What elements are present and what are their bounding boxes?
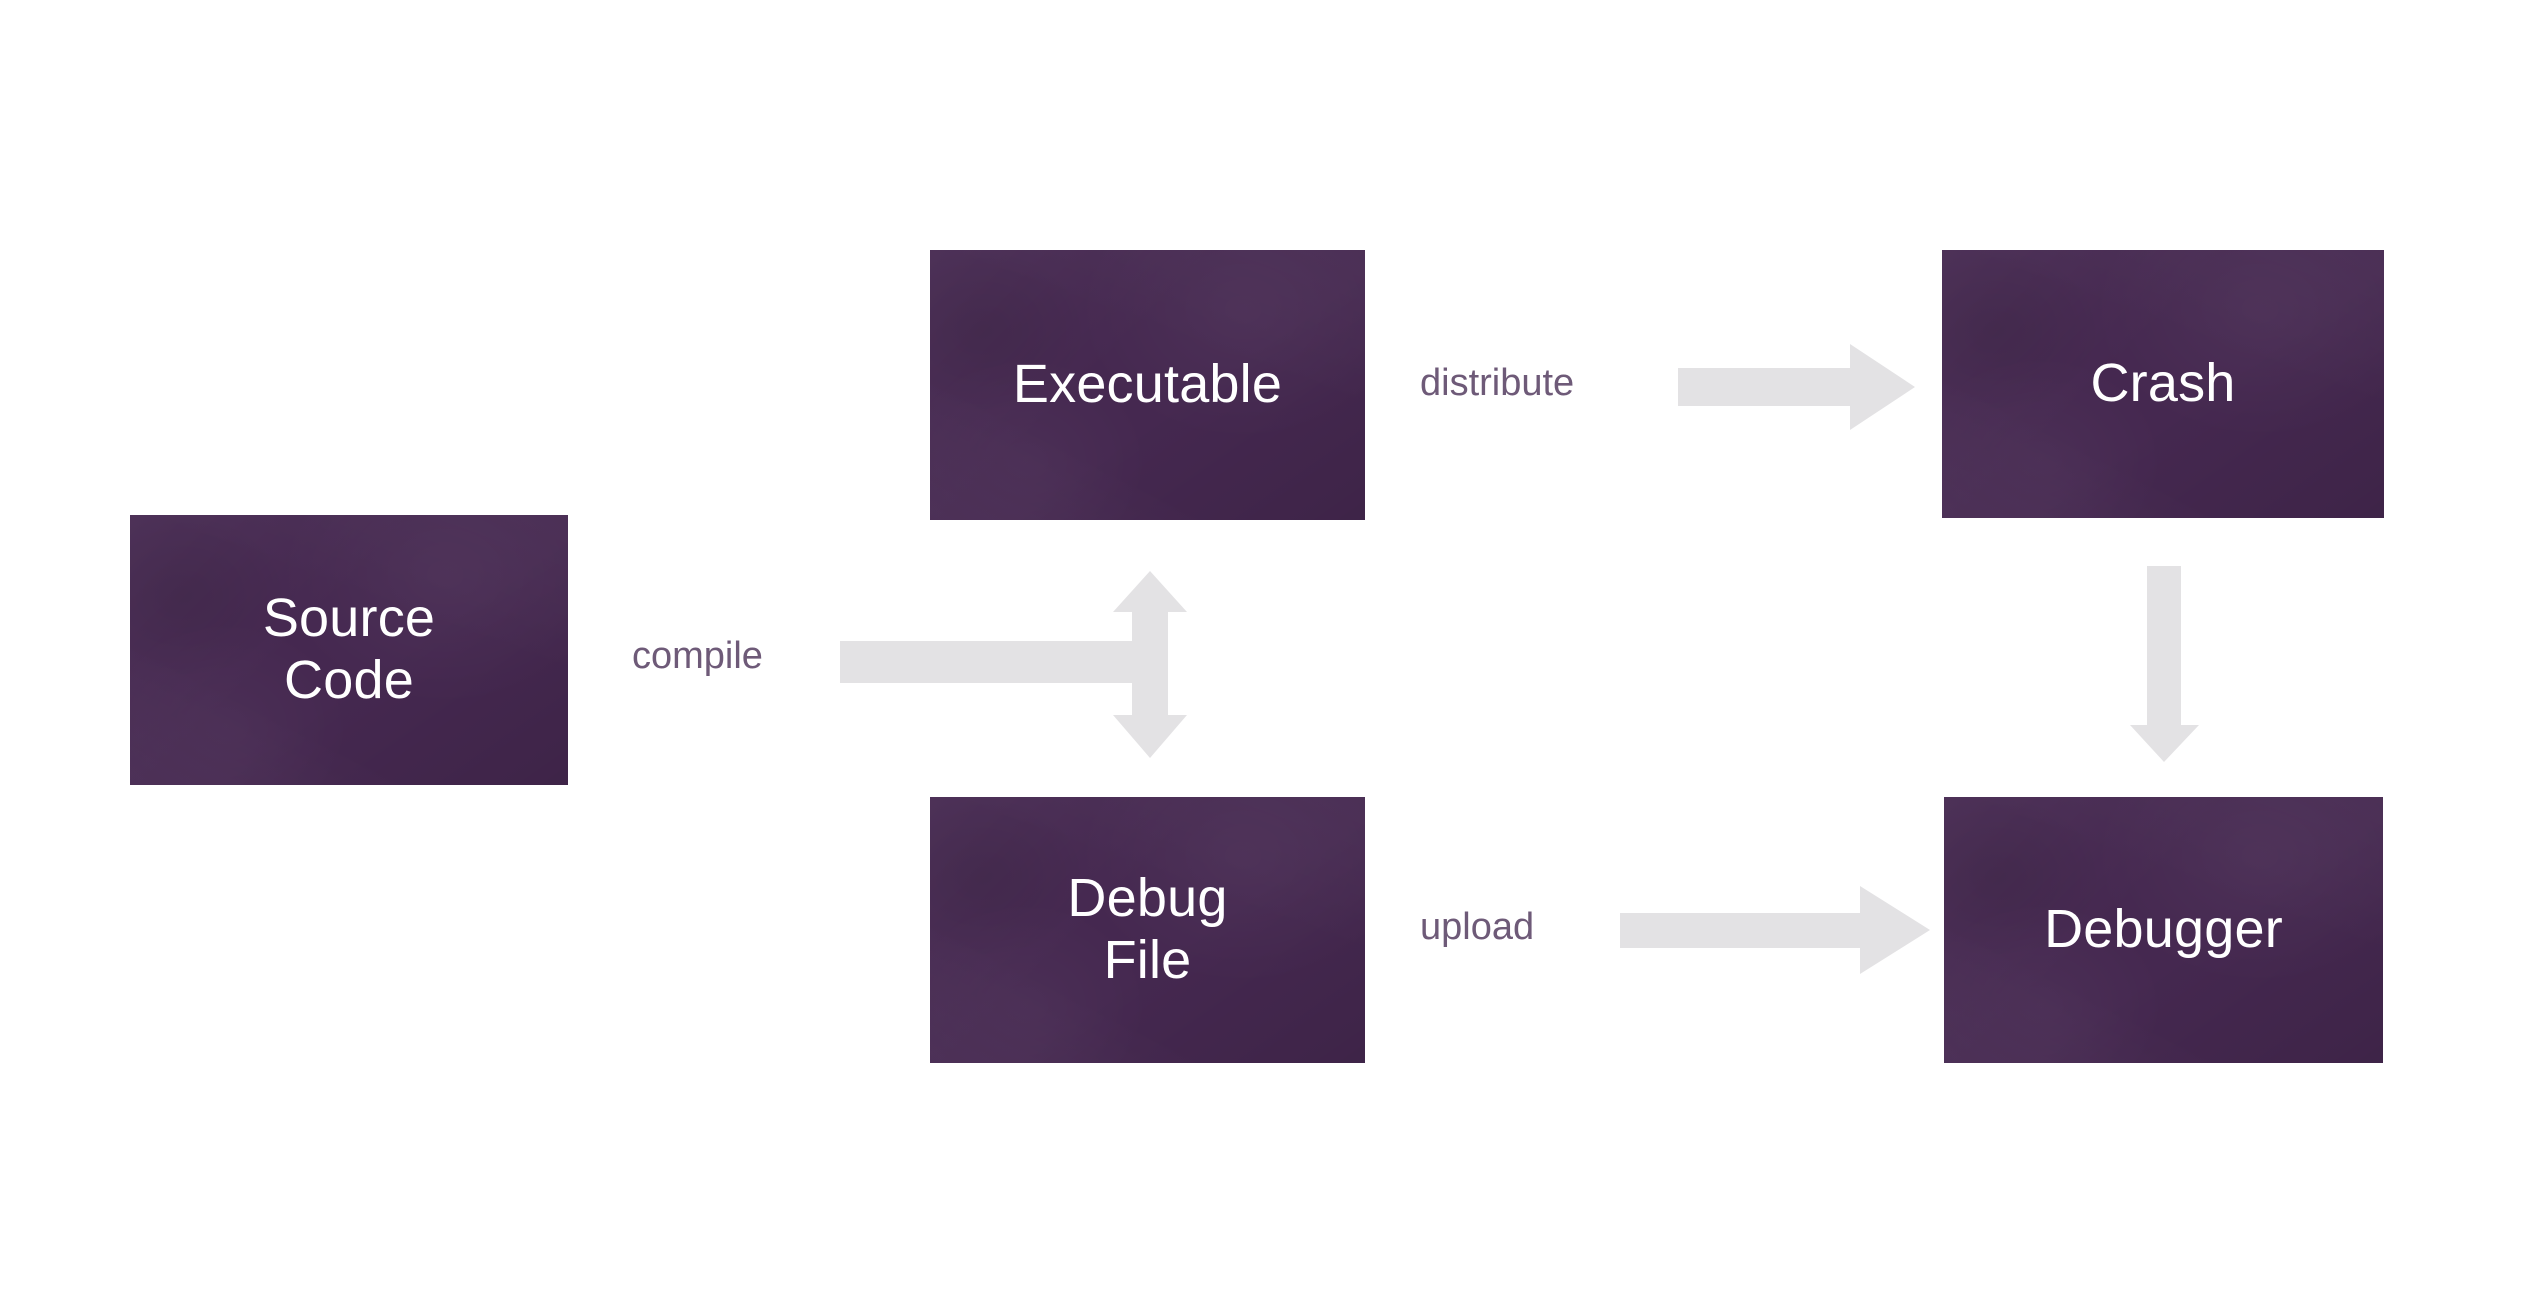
node-executable[interactable]: Executable <box>930 250 1365 520</box>
edge-label-distribute: distribute <box>1420 362 1575 404</box>
node-debugger[interactable]: Debugger <box>1944 797 2383 1063</box>
node-crash-label: Crash <box>2090 353 2236 414</box>
compile-arrow <box>840 571 1187 758</box>
node-crash[interactable]: Crash <box>1942 250 2384 518</box>
node-executable-label: Executable <box>1012 354 1283 415</box>
node-debugger-label: Debugger <box>2044 899 2283 960</box>
distribute-arrow <box>1678 344 1915 430</box>
node-debug-file-label: Debug File <box>1067 868 1228 990</box>
edge-label-compile: compile <box>632 635 763 677</box>
node-debug-file[interactable]: Debug File <box>930 797 1365 1063</box>
node-source-code-label: Source Code <box>262 588 436 710</box>
upload-arrow <box>1620 886 1930 974</box>
edge-label-upload: upload <box>1420 906 1535 948</box>
crash-to-debugger-arrow <box>2130 566 2199 762</box>
node-source-code[interactable]: Source Code <box>130 515 568 785</box>
